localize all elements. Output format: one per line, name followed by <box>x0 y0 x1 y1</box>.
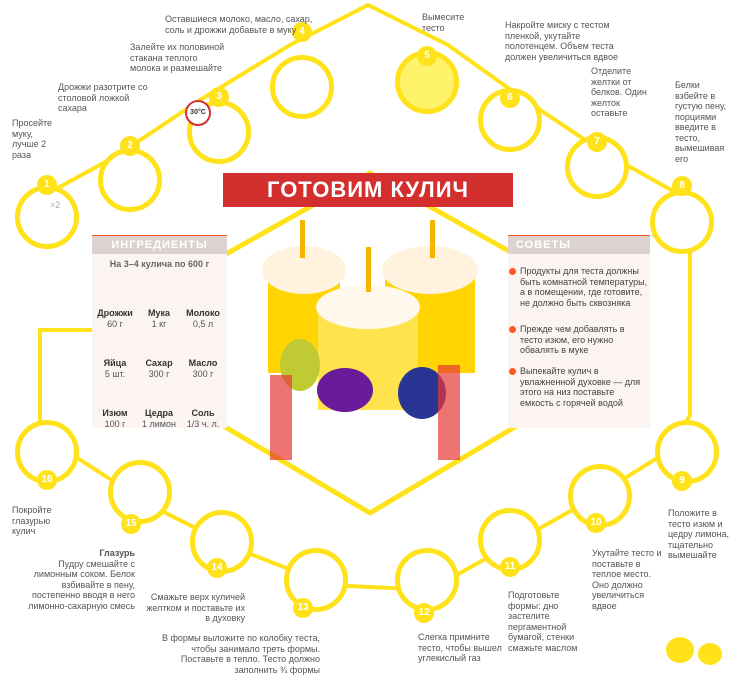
step-11-number: 11 <box>500 557 520 577</box>
temperature-label: 30°C <box>185 100 211 126</box>
step-3-text: Залейте их половиной стакана теплого мол… <box>130 42 225 73</box>
step-7-text: Отделите желтки от белков. Один желток о… <box>591 66 647 118</box>
step-5-number: 5 <box>417 46 437 66</box>
step-15-number: 15 <box>121 514 141 534</box>
step-13-text: В формы выложите по колобку теста, чтобы… <box>162 633 320 675</box>
step-12-text: Слегка примните тесто, чтобы вышел углек… <box>418 632 502 663</box>
title-ribbon <box>223 173 513 207</box>
step-4-number: 4 <box>292 22 312 42</box>
ingredients-header: ИНГРЕДИЕНТЫ <box>92 236 227 254</box>
step-3-number: 3 <box>209 87 229 107</box>
step-2-illustration <box>98 148 162 212</box>
step-4-text: Оставшиеся молоко, масло, сахар, соль и … <box>165 14 313 35</box>
step-16-text: Покройте глазурью кулич <box>12 505 52 536</box>
step-6-text: Накройте миску с тестом пленкой, укутайт… <box>505 20 618 62</box>
step-2-text: Дрожжи разотрите со столовой ложкой саха… <box>58 82 148 113</box>
kulich-illustration <box>262 220 478 460</box>
page-title: ГОТОВИМ КУЛИЧ <box>267 177 469 202</box>
step-12-number: 12 <box>414 603 434 623</box>
ingredients-panel: ИНГРЕДИЕНТЫ На 3–4 кулича по 600 г Дрожж… <box>92 235 227 429</box>
step-15-illustration <box>108 460 172 524</box>
bullet-icon <box>509 326 516 333</box>
tip-item: Выпекайте кулич в увлажненной духовке — … <box>509 366 648 408</box>
step-4-illustration <box>270 55 334 119</box>
step-14-number: 14 <box>207 558 227 578</box>
tips-header: СОВЕТЫ <box>508 236 650 254</box>
tip-item: Прежде чем добавлять в тесто изюм, его н… <box>509 324 648 356</box>
chicks-illustration <box>666 637 722 665</box>
step-2-number: 2 <box>120 136 140 156</box>
step-9-text: Положите в тесто изюм и цедру лимона, тщ… <box>668 508 729 560</box>
step-10-number: 10 <box>586 513 606 533</box>
step-7-number: 7 <box>587 132 607 152</box>
bullet-icon <box>509 268 516 275</box>
ingredients-subheader: На 3–4 кулича по 600 г <box>109 259 210 269</box>
step-11-text: Подготовьте формы: дно застелите пергаме… <box>508 590 578 653</box>
step-8-text: Белки взбейте в густую пену, порциями вв… <box>675 80 727 164</box>
bullet-icon <box>509 368 516 375</box>
step-1-text: Просейте муку, лучше 2 раза <box>12 118 53 160</box>
step-12-illustration <box>395 548 459 612</box>
tips-panel: СОВЕТЫ Продукты для теста должны быть ко… <box>508 235 650 428</box>
step-9-number: 9 <box>672 471 692 491</box>
step-6-number: 6 <box>500 88 520 108</box>
step-8-illustration <box>650 190 714 254</box>
step-8-number: 8 <box>672 176 692 196</box>
step-16-number: 16 <box>37 470 57 490</box>
step-13-illustration <box>284 548 348 612</box>
sieve-label: ×2 <box>50 200 61 210</box>
step-10-text: Укутайте тесто и поставьте в теплое мест… <box>592 548 662 611</box>
step-5-text: Вымесите тесто <box>422 12 465 33</box>
step-13-number: 13 <box>293 598 313 618</box>
tip-item: Продукты для теста должны быть комнатной… <box>509 266 648 308</box>
step-14-text: Смажьте верх куличей желтком и поставьте… <box>146 592 245 623</box>
step-1-number: 1 <box>37 175 57 195</box>
